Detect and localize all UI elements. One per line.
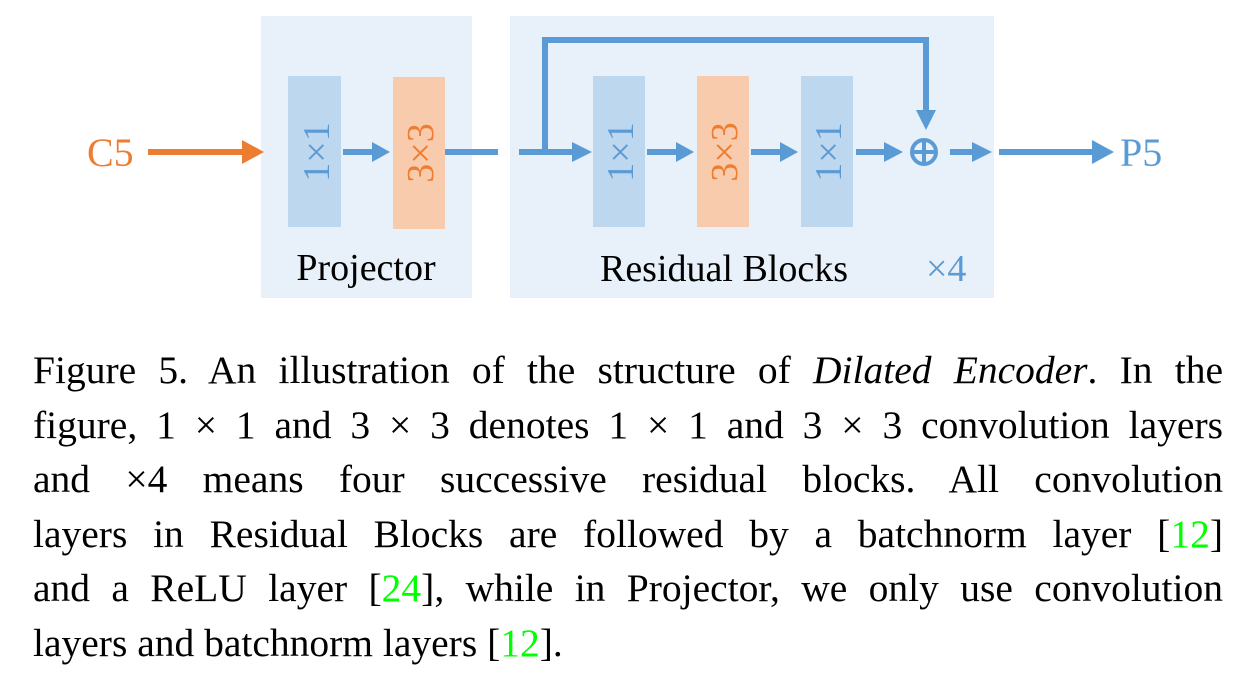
caption-text: Figure 5. An illustration of the structu… [33, 348, 813, 392]
residual-conv1x1-block-b [801, 76, 853, 227]
caption-text: layers in Residual Blocks are followed b… [33, 511, 1171, 556]
residual-input-arrow-head [572, 142, 592, 162]
caption-text: ], while in Projector, we only use convo… [421, 566, 1223, 610]
residual-title: Residual Blocks [600, 248, 848, 290]
caption-text: and ×4 means four successive residual bl… [33, 457, 1223, 501]
caption-text: ] [1209, 511, 1223, 556]
caption-line: Figure 5. An illustration of the structu… [33, 343, 1223, 398]
caption-line: and a ReLU layer [24], while in Projecto… [33, 561, 1223, 616]
skip-connection-arrow-head [916, 110, 936, 130]
dilated-encoder-diagram: C5 1×1 3×3 Projector 1×1 3×3 1×1 Residua… [87, 16, 1162, 298]
residual-conv3x3-label: 3×3 [704, 122, 746, 181]
caption-text: layers and batchnorm layers [ [33, 620, 501, 665]
caption-text: and a ReLU layer [ [33, 566, 382, 610]
caption-text: . In the [1087, 348, 1223, 392]
projector-arrow-1-head [372, 142, 390, 162]
residual-conv1x1-a-label: 1×1 [600, 122, 642, 181]
residual-conv1x1-block-a [593, 76, 645, 227]
residual-arrow-3-head [884, 142, 903, 162]
figure-caption: Figure 5. An illustration of the structu… [33, 343, 1223, 670]
citation-link[interactable]: 24 [381, 566, 422, 610]
caption-text: ]. [539, 620, 563, 665]
caption-line: figure, 1 × 1 and 3 × 3 denotes 1 × 1 an… [33, 398, 1223, 453]
projector-conv1x1-label: 1×1 [296, 122, 338, 181]
skip-connection [542, 37, 929, 152]
caption-line: layers in Residual Blocks are followed b… [33, 507, 1223, 562]
projector-title: Projector [296, 247, 436, 289]
sum-node-icon [910, 138, 938, 166]
caption-emphasis: Dilated Encoder [813, 348, 1088, 392]
residual-conv1x1-b-label: 1×1 [808, 122, 850, 181]
output-arrow-head [1092, 140, 1114, 164]
residual-arrow-2-head [780, 142, 798, 162]
residual-arrow-1-head [676, 142, 694, 162]
residual-conv3x3-block [697, 76, 749, 227]
projector-conv3x3-label: 3×3 [400, 123, 442, 182]
sum-out-arrow-head [972, 142, 992, 162]
caption-line: and ×4 means four successive residual bl… [33, 452, 1223, 507]
caption-text: figure, 1 × 1 and 3 × 3 denotes 1 × 1 an… [33, 402, 1223, 447]
projector-conv1x1-block [288, 76, 341, 227]
caption-line: layers and batchnorm layers [12]. [33, 616, 1223, 671]
citation-link[interactable]: 12 [1170, 511, 1210, 556]
input-arrow-head [242, 140, 264, 164]
projector-conv3x3-block [393, 77, 445, 229]
citation-link[interactable]: 12 [500, 620, 540, 665]
output-label-p5: P5 [1120, 130, 1162, 175]
input-label-c5: C5 [87, 130, 134, 175]
repeat-label: ×4 [926, 248, 966, 290]
